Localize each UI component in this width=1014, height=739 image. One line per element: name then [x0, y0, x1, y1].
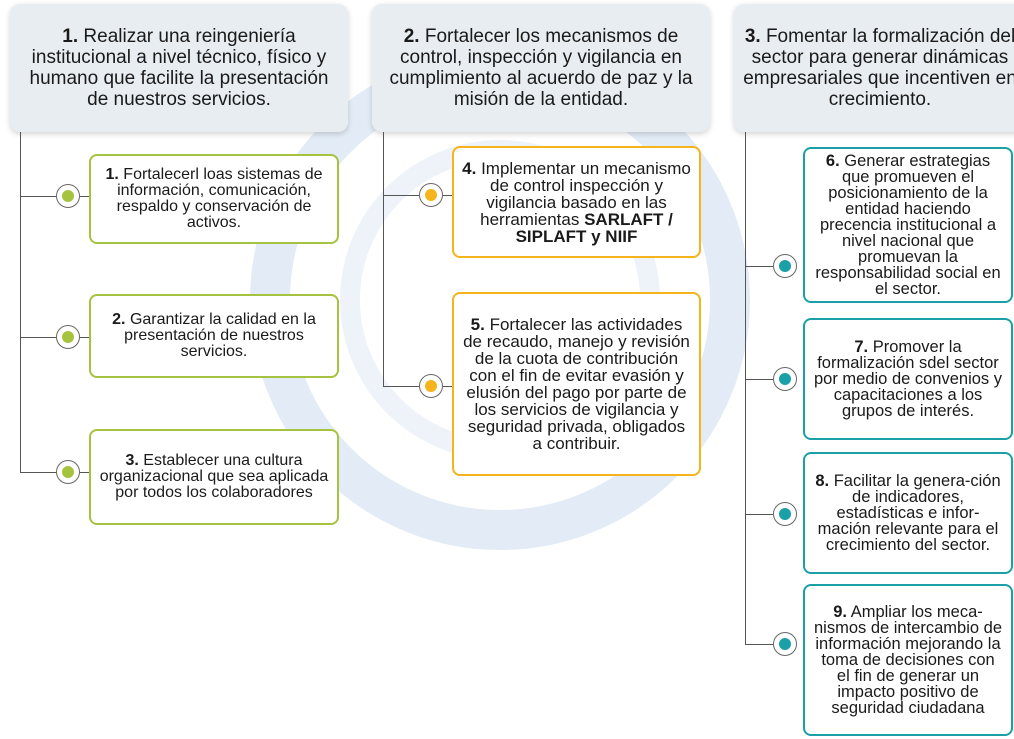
node-marker [773, 254, 797, 278]
node-marker [773, 502, 797, 526]
strategy-card-5: 5. Fortalecer las actividades de recaudo… [452, 292, 701, 476]
node-marker [56, 325, 80, 349]
connector-line [80, 196, 90, 197]
strategy-card-9: 9. Ampliar los meca-nismos de intercambi… [803, 584, 1013, 736]
strategy-card-8: 8. Facilitar la genera-ción de indicador… [803, 452, 1013, 574]
connector-line [20, 337, 56, 338]
node-marker [773, 367, 797, 391]
node-marker [56, 184, 80, 208]
connector-line [745, 132, 746, 644]
connector-line [80, 472, 90, 473]
objective-header-3: 3. Fomentar la formalización del sector … [734, 4, 1014, 132]
strategy-card-4: 4. Implementar un mecanismo de control i… [452, 146, 701, 258]
node-marker [56, 460, 80, 484]
connector-line [383, 386, 419, 387]
connector-line [383, 195, 419, 196]
strategy-card-2: 2. Garantizar la calidad en la presentac… [89, 294, 339, 378]
connector-line [745, 514, 773, 515]
connector-line [20, 132, 21, 472]
connector-line [383, 132, 384, 386]
objective-header-2: 2. Fortalecer los mecanismos de control,… [372, 4, 710, 132]
node-marker [419, 183, 443, 207]
connector-line [20, 196, 56, 197]
strategy-card-6: 6. Generar estrategias que promueven el … [803, 147, 1013, 303]
connector-line [443, 386, 453, 387]
node-marker [773, 632, 797, 656]
connector-line [443, 195, 453, 196]
strategy-card-3: 3. Establecer una cultura organizacional… [89, 429, 339, 525]
connector-line [745, 379, 773, 380]
node-marker [419, 374, 443, 398]
strategy-card-7: 7. Promover la formalización sdel sector… [803, 318, 1013, 440]
connector-line [80, 337, 90, 338]
connector-line [20, 472, 56, 473]
connector-line [745, 644, 773, 645]
strategy-card-1: 1. Fortalecerl loas sistemas de informac… [89, 154, 339, 244]
objective-header-1: 1. Realizar una reingeniería institucion… [10, 4, 348, 132]
connector-line [745, 266, 773, 267]
